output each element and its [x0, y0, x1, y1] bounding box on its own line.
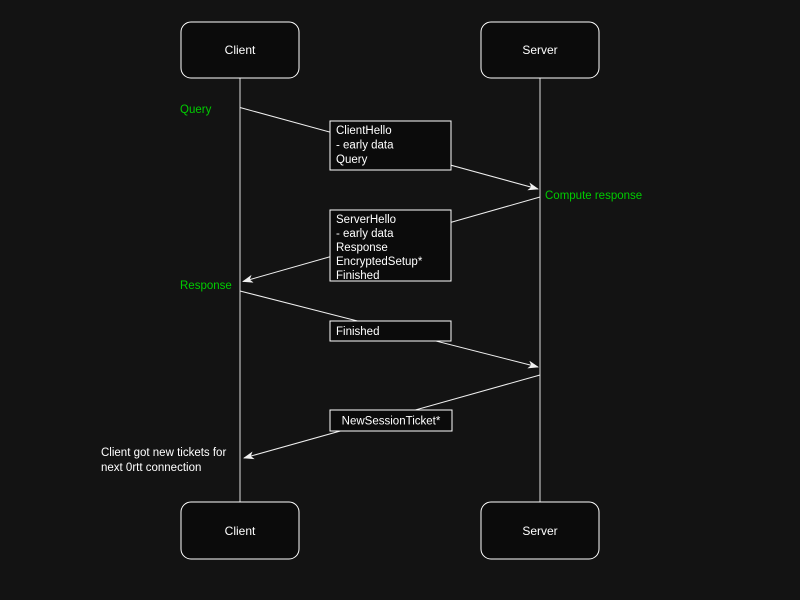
- annotation-response: Response: [180, 280, 232, 292]
- actor-label-server-bottom: Server: [522, 524, 557, 538]
- message-line: EncryptedSetup*: [336, 256, 423, 268]
- actor-label-server-top: Server: [522, 43, 557, 57]
- message-line: Finished: [336, 270, 379, 282]
- annotation-query: Query: [180, 104, 212, 116]
- actor-box-server-top: [480, 21, 600, 79]
- message-line: Query: [336, 154, 368, 166]
- annotation-tickets-line1: Client got new tickets for: [101, 447, 226, 459]
- actor-label-client-bottom: Client: [225, 524, 256, 538]
- actor-label-client-top: Client: [225, 43, 256, 57]
- message-line: - early data: [336, 140, 394, 152]
- message-line: NewSessionTicket*: [342, 416, 441, 428]
- message-line: ServerHello: [336, 214, 396, 226]
- message-line: ClientHello: [336, 125, 392, 137]
- actor-box-client-bottom: [180, 501, 300, 560]
- annotation-compute-response: Compute response: [545, 190, 642, 202]
- message-box-newsessionticket: [329, 409, 453, 432]
- message-line: Response: [336, 242, 388, 254]
- annotation-tickets-line2: next 0rtt connection: [101, 462, 201, 474]
- message-box-finished: [329, 320, 452, 342]
- message-line: Finished: [336, 326, 379, 338]
- actor-box-client-top: [180, 21, 300, 79]
- message-line: - early data: [336, 228, 394, 240]
- actor-box-server-bottom: [480, 501, 600, 560]
- message-box-serverhello: [329, 209, 452, 282]
- message-box-clienthello: [329, 120, 452, 171]
